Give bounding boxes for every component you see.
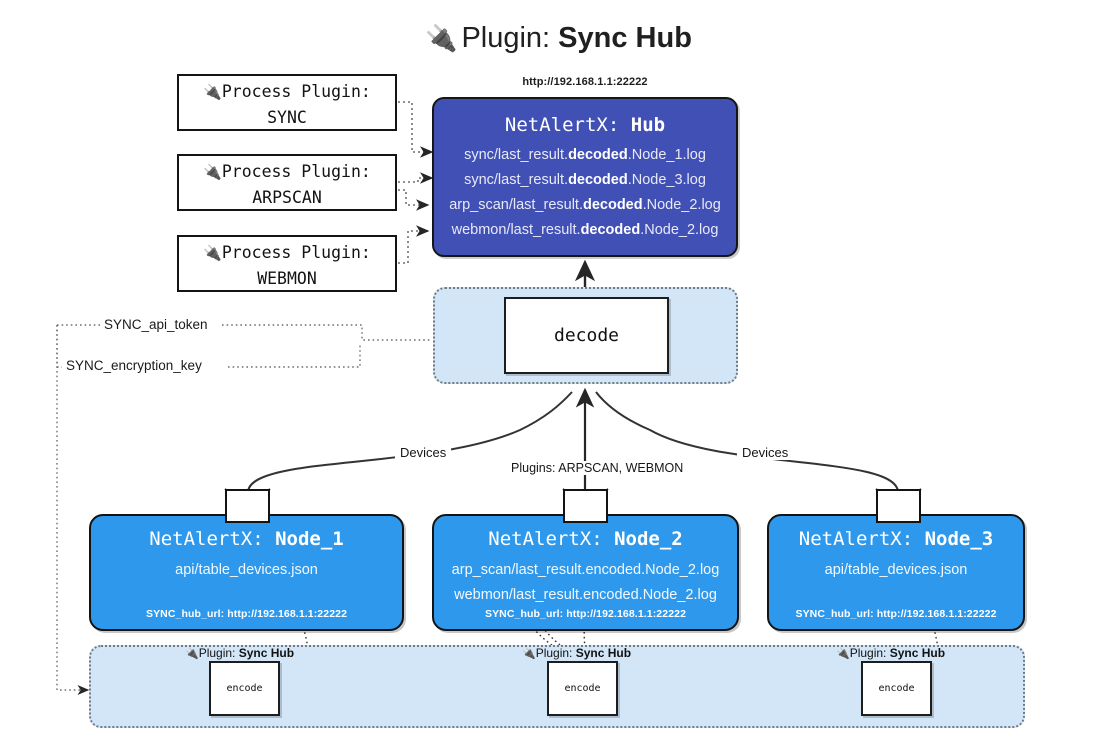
encode-box-2[interactable]: encode <box>547 661 618 716</box>
plug-icon: 🔌 <box>425 23 458 53</box>
hub-log-line: sync/last_result.decoded.Node_3.log <box>464 172 706 188</box>
hub-title-name: Hub <box>630 114 666 136</box>
process-plugin-name: WEBMON <box>257 269 317 288</box>
plugin-strip-prefix: Plugin: <box>198 646 236 660</box>
plugin-strip-label-1: 🔌Plugin: Sync Hub <box>185 646 294 660</box>
edge-label-devices-right: Devices <box>737 445 794 460</box>
plugin-strip-name: Sync Hub <box>889 646 946 660</box>
node-footer: SYNC_hub_url: http://192.168.1.1:22222 <box>484 608 687 620</box>
plugin-strip-label-3: 🔌Plugin: Sync Hub <box>836 646 945 660</box>
edge-label-devices-left: Devices <box>395 445 452 460</box>
node-box-node-3[interactable]: NetAlertX: Node_3 api/table_devices.json… <box>767 514 1025 631</box>
process-plugin-name: ARPSCAN <box>252 188 322 207</box>
node-title-name: Node_3 <box>924 528 994 550</box>
hub-log-line: arp_scan/last_result.decoded.Node_2.log <box>449 197 721 213</box>
hub-title-prefix: NetAlertX: <box>504 114 620 136</box>
process-plugin-box-webmon[interactable]: 🔌Process Plugin: WEBMON <box>177 235 397 292</box>
node-box-node-1[interactable]: NetAlertX: Node_1 api/table_devices.json… <box>89 514 404 631</box>
process-plugin-label: Process Plugin: <box>221 162 371 181</box>
hub-log-line: sync/last_result.decoded.Node_1.log <box>464 147 706 163</box>
plugin-strip-name: Sync Hub <box>575 646 632 660</box>
plugin-strip-prefix: Plugin: <box>535 646 573 660</box>
hub-log-lines: sync/last_result.decoded.Node_1.log sync… <box>434 143 736 243</box>
process-plugin-name: SYNC <box>267 108 307 127</box>
hub-title: NetAlertX: Hub <box>434 113 736 137</box>
page-title-name: Sync Hub <box>558 22 692 54</box>
node-row: api/table_devices.json <box>824 562 968 578</box>
plug-icon: 🔌 <box>522 648 536 660</box>
encode-box-1[interactable]: encode <box>209 661 280 716</box>
env-label-encryption-key: SYNC_encryption_key <box>62 358 206 373</box>
plug-icon: 🔌 <box>203 83 222 101</box>
process-plugin-box-sync[interactable]: 🔌Process Plugin: SYNC <box>177 74 397 131</box>
node-title-prefix: NetAlertX: <box>149 528 264 550</box>
decode-box[interactable]: decode <box>504 297 669 374</box>
plugin-strip-label-2: 🔌Plugin: Sync Hub <box>522 646 631 660</box>
hub-node[interactable]: NetAlertX: Hub sync/last_result.decoded.… <box>432 97 738 257</box>
node-title: NetAlertX: Node_1 <box>91 527 402 551</box>
process-plugin-box-arpscan[interactable]: 🔌Process Plugin: ARPSCAN <box>177 154 397 211</box>
plug-icon: 🔌 <box>836 648 850 660</box>
hub-log-line: webmon/last_result.decoded.Node_2.log <box>451 222 719 238</box>
edge-label-plugins: Plugins: ARPSCAN, WEBMON <box>506 461 689 475</box>
plug-icon: 🔌 <box>185 648 199 660</box>
envelope-icon <box>876 489 921 523</box>
node-row: api/table_devices.json <box>175 562 318 578</box>
plugin-strip-name: Sync Hub <box>238 646 295 660</box>
plug-icon: 🔌 <box>203 163 222 181</box>
envelope-icon <box>563 489 608 523</box>
envelope-icon <box>225 489 270 523</box>
plug-icon: 🔌 <box>203 244 222 262</box>
process-plugin-label: Process Plugin: <box>221 243 371 262</box>
node-box-node-2[interactable]: NetAlertX: Node_2 arp_scan/last_result.e… <box>432 514 739 631</box>
node-title-prefix: NetAlertX: <box>488 528 603 550</box>
node-title: NetAlertX: Node_3 <box>769 527 1023 551</box>
node-title-name: Node_1 <box>275 528 344 550</box>
page-title-prefix: Plugin: <box>461 22 551 54</box>
env-label-api-token: SYNC_api_token <box>100 317 212 332</box>
node-title: NetAlertX: Node_2 <box>434 527 737 551</box>
encode-box-3[interactable]: encode <box>861 661 932 716</box>
node-row: arp_scan/last_result.encoded.Node_2.log <box>451 562 720 578</box>
node-footer: SYNC_hub_url: http://192.168.1.1:22222 <box>145 608 348 620</box>
process-plugin-label: Process Plugin: <box>221 82 371 101</box>
plugin-strip-prefix: Plugin: <box>849 646 887 660</box>
node-rows: api/table_devices.json <box>769 558 1023 583</box>
node-rows: arp_scan/last_result.encoded.Node_2.log … <box>434 558 737 608</box>
node-title-prefix: NetAlertX: <box>798 528 914 550</box>
node-title-name: Node_2 <box>614 528 683 550</box>
hub-url-label: http://192.168.1.1:22222 <box>522 76 648 88</box>
node-rows: api/table_devices.json <box>91 558 402 583</box>
page-title: 🔌Plugin: Sync Hub <box>0 18 1117 58</box>
node-footer: SYNC_hub_url: http://192.168.1.1:22222 <box>795 608 997 620</box>
node-row: webmon/last_result.encoded.Node_2.log <box>454 587 717 603</box>
